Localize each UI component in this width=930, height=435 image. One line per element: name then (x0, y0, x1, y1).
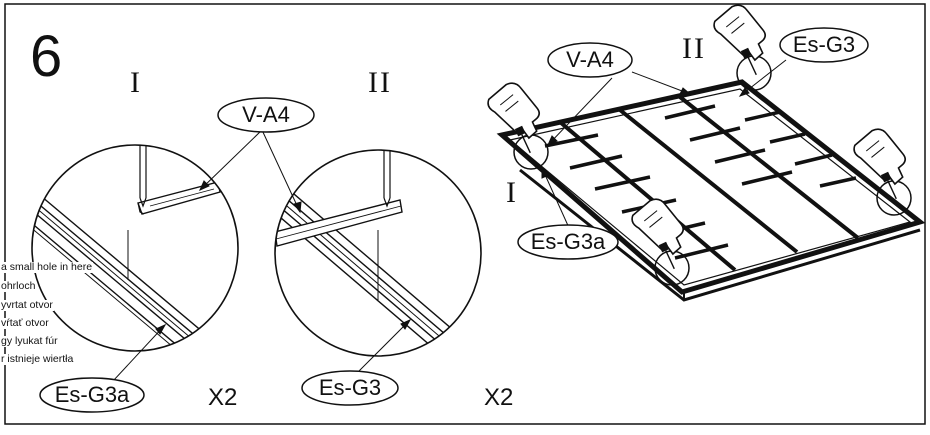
callout-ovals (39, 27, 869, 413)
instruction-note-3: yvrtat otvor (0, 299, 54, 311)
callout-es-g3-overview: Es-G3 (792, 32, 856, 57)
page-border (4, 3, 926, 425)
instruction-note-6: r istnieje wiertła (0, 353, 75, 365)
callout-es-g3-detail: Es-G3 (318, 375, 382, 400)
multiplier-left: X2 (208, 384, 238, 411)
multiplier-right: X2 (484, 384, 514, 411)
detail-label-i: I (130, 66, 142, 99)
detail-circle-ii (274, 149, 482, 357)
instruction-note-2: ohrloch (0, 280, 37, 292)
callout-v-a4-overview: V-A4 (566, 47, 614, 72)
detail-label-ii: II (368, 66, 392, 99)
leader-lines-overview (541, 59, 787, 231)
instruction-note-4: vŕtať otvor (0, 317, 50, 329)
callout-es-g3a-detail: Es-G3a (54, 382, 130, 407)
step-number: 6 (30, 24, 63, 89)
callout-es-g3a-overview: Es-G3a (530, 229, 606, 254)
overview-label-ii: II (682, 32, 706, 65)
instruction-note-1: a small hole in here (0, 261, 94, 273)
frame-overview (496, 79, 926, 302)
overview-label-i: I (506, 176, 518, 209)
instruction-note-5: gy lyukat fúr (0, 335, 59, 347)
callout-v-a4-detail: V-A4 (242, 102, 290, 127)
